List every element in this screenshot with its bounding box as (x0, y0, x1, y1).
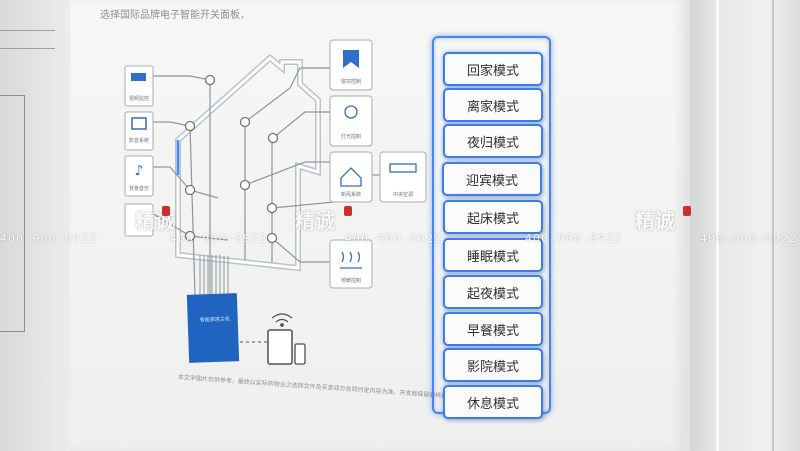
tv-icon (131, 117, 147, 130)
svg-text:地暖控制: 地暖控制 (341, 277, 361, 284)
mode-button[interactable]: 回家模式 (443, 52, 543, 86)
watermark-phone: 400-900-8922 (345, 232, 443, 245)
device-camera: 视频监控 (124, 65, 154, 107)
right-display-panel (690, 0, 800, 451)
mode-button[interactable]: 夜归模式 (443, 124, 543, 158)
svg-text:中央空调: 中央空调 (393, 191, 413, 198)
device-curtain: 窗帘控制 (329, 39, 373, 91)
watermark-seal (162, 206, 170, 216)
device-tv: 影音系统 (124, 111, 154, 151)
mode-button[interactable]: 起床模式 (443, 200, 543, 234)
mode-button[interactable]: 早餐模式 (443, 312, 543, 346)
mode-button[interactable]: 影院模式 (443, 348, 543, 382)
left-panel-line (0, 48, 55, 49)
watermark-phone: 400-900-8922 (525, 232, 623, 245)
curtain-icon (343, 50, 359, 68)
svg-text:影音系统: 影音系统 (129, 137, 149, 144)
hub-box (186, 293, 240, 363)
svg-text:新风系统: 新风系统 (341, 191, 361, 198)
left-panel-frame (0, 95, 25, 332)
wifi-icon (271, 313, 293, 327)
device-ac: 中央空调 (379, 151, 427, 203)
mode-button[interactable]: 休息模式 (443, 385, 543, 419)
svg-text:灯光控制: 灯光控制 (341, 133, 361, 140)
hub-label: 智能家居主机 (199, 316, 231, 324)
watermark-logo: 精诚 (295, 209, 335, 233)
svg-text:背景音乐: 背景音乐 (129, 185, 149, 192)
device-fresh-air: 新风系统 (329, 151, 373, 203)
watermark-phone: 400-900-8922 (170, 232, 268, 245)
svg-text:视频监控: 视频监控 (129, 95, 149, 102)
camera-icon (131, 73, 146, 81)
device-floor-heat: 地暖控制 (329, 239, 373, 289)
watermark-seal (344, 206, 352, 216)
lightbulb-icon (344, 105, 358, 119)
house-air-icon (340, 167, 362, 187)
house-outline (176, 56, 320, 270)
mode-button[interactable]: 离家模式 (443, 88, 543, 122)
right-panel-edge (772, 0, 774, 451)
music-note-icon: ♪ (135, 163, 144, 179)
watermark-phone: 400-900-8922 (700, 232, 798, 245)
right-panel-edge (716, 0, 719, 451)
device-music: ♪ 背景音乐 (124, 155, 154, 197)
left-display-panel (0, 0, 70, 451)
phone-icon (294, 343, 306, 365)
device-extra (124, 203, 154, 237)
mode-button[interactable]: 迎宾模式 (442, 162, 542, 196)
board-caption: 选择国际品牌电子智能开关面板， (100, 10, 250, 21)
watermark-phone: 400-900-8922 (0, 232, 98, 245)
wire-nodes (184, 74, 279, 244)
air-conditioner-icon (389, 163, 417, 173)
svg-text:窗帘控制: 窗帘控制 (341, 78, 361, 85)
mode-button[interactable]: 睡眠模式 (443, 238, 543, 272)
device-light: 灯光控制 (329, 95, 373, 147)
left-panel-line (0, 30, 55, 31)
mode-button[interactable]: 起夜模式 (443, 275, 543, 309)
tablet-icon (267, 329, 293, 365)
watermark-logo: 精诚 (635, 209, 675, 233)
cable-bundle (199, 255, 229, 297)
watermark-seal (683, 206, 691, 216)
heating-icon (341, 251, 361, 263)
